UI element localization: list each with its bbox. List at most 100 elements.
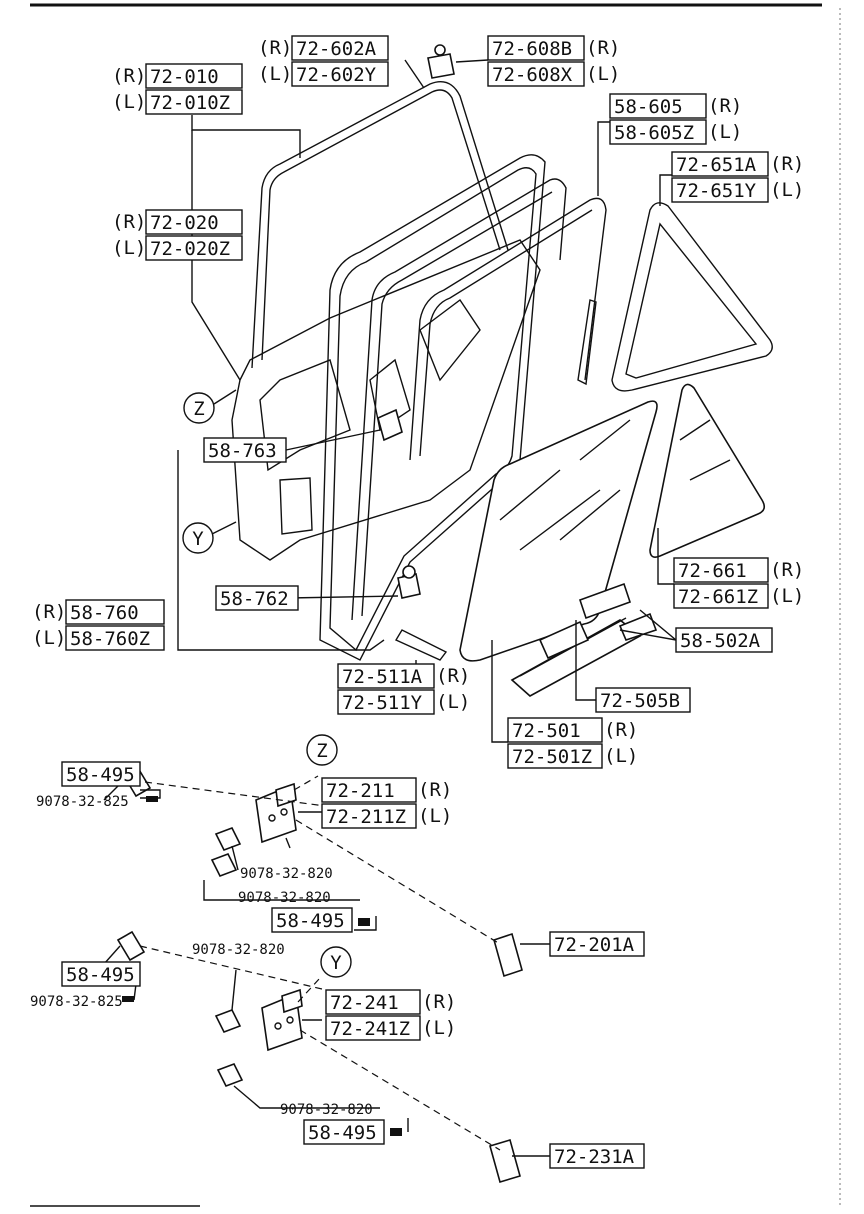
part-number: 72-608X	[492, 64, 573, 86]
part-number: 72-020	[150, 212, 219, 234]
part-number: 72-241Z	[330, 1018, 410, 1040]
weatherstrip-58-605	[409, 197, 607, 461]
label-72-020: (R) 72-020 (L) 72-020Z	[112, 209, 243, 261]
glass-guide-58-502A-3	[618, 612, 658, 641]
svg-text:(L): (L)	[436, 691, 470, 713]
svg-text:(L): (L)	[32, 627, 66, 649]
svg-text:(L): (L)	[418, 805, 452, 827]
bolt-number: 9078-32-820	[240, 866, 333, 882]
part-number: 58-762	[220, 588, 289, 610]
svg-text:(R): (R)	[112, 211, 146, 233]
label-72-505B: 72-505B	[595, 687, 691, 713]
part-number: 72-010Z	[150, 92, 230, 114]
svg-text:(R): (R)	[418, 779, 452, 801]
callout-y-lower: Y	[320, 946, 352, 978]
svg-text:(R): (R)	[32, 601, 66, 623]
callout-z-upper: Z	[183, 389, 237, 424]
label-72-501: 72-501 (R) 72-501Z (L)	[507, 717, 638, 769]
label-9078-upper-bolts: 9078-32-820 9078-32-820 58-495	[238, 866, 370, 933]
svg-text:(R): (R)	[586, 37, 620, 59]
glass-run-end	[394, 629, 448, 661]
svg-text:(R): (R)	[422, 991, 456, 1013]
part-number: 72-661Z	[678, 586, 758, 608]
bolt-number: 9078-32-820	[192, 942, 285, 958]
label-58-502A: 58-502A	[675, 627, 773, 653]
hinge-hardware	[103, 766, 550, 1184]
svg-text:(L): (L)	[586, 63, 620, 85]
part-number: 58-605	[614, 96, 683, 118]
bolt-number: 9078-32-820	[280, 1102, 373, 1118]
svg-text:(R): (R)	[604, 719, 638, 741]
callout-y-text: Y	[192, 528, 204, 550]
label-72-511: 72-511A (R) 72-511Y (L)	[337, 663, 470, 715]
callout-z-text-2: Z	[316, 740, 327, 762]
part-number: 72-651A	[676, 154, 757, 176]
part-number: 72-020Z	[150, 238, 230, 260]
part-number: 72-511Y	[342, 692, 423, 714]
svg-text:(R): (R)	[258, 37, 292, 59]
callout-z-text: Z	[193, 398, 204, 420]
part-number: 58-763	[208, 440, 277, 462]
label-58-495-lower: 58-495 9078-32-825	[30, 961, 141, 1010]
quarter-weatherstrip-72-651A	[611, 202, 773, 392]
label-72-010: (R) 72-010 (L) 72-010Z	[112, 63, 243, 115]
door-weatherstrip-72-010	[261, 89, 501, 361]
part-number: 58-502A	[680, 630, 761, 652]
part-number: 72-241	[330, 992, 399, 1014]
part-number: 72-661	[678, 560, 747, 582]
svg-text:(R): (R)	[112, 65, 146, 87]
svg-text:(L): (L)	[112, 91, 146, 113]
label-58-760: (R) 58-760 (L) 58-760Z	[32, 599, 165, 651]
svg-text:(L): (L)	[422, 1017, 456, 1039]
label-58-763: 58-763	[203, 437, 287, 463]
part-number: 58-495	[66, 764, 135, 786]
part-number: 72-651Y	[676, 180, 757, 202]
clip-58-763	[377, 408, 403, 442]
bolt-number: 9078-32-825	[36, 794, 129, 810]
part-number: 72-602Y	[296, 64, 377, 86]
callout-y-upper: Y	[182, 521, 237, 554]
svg-text:(L): (L)	[112, 237, 146, 259]
part-number: 72-602A	[296, 38, 377, 60]
svg-text:(L): (L)	[708, 121, 742, 143]
part-number: 58-495	[66, 964, 135, 986]
part-number: 58-760	[70, 602, 139, 624]
bolt-9078-32-820-d	[216, 1062, 244, 1088]
svg-text:(L): (L)	[770, 585, 804, 607]
glass-run-72-511A	[351, 178, 567, 621]
svg-text:(R): (R)	[770, 153, 804, 175]
part-number: 58-605Z	[614, 122, 694, 144]
callout-z-lower: Z	[306, 734, 338, 766]
part-number: 58-495	[276, 910, 345, 932]
plate-72-201A	[493, 932, 523, 978]
label-72-231A: 72-231A	[549, 1143, 645, 1169]
bolt-9078-32-820-b	[214, 826, 242, 852]
bolt-number: 9078-32-820	[238, 890, 331, 906]
part-number: 72-501Z	[512, 746, 592, 768]
part-number: 72-608B	[492, 38, 572, 60]
glass-guide-58-502A-2	[578, 582, 632, 620]
plate-72-231A	[489, 1138, 521, 1184]
label-72-241: 72-241 (R) 72-241Z (L)	[325, 989, 456, 1041]
label-9078-lower-bolt: 9078-32-820 58-495	[280, 1102, 402, 1145]
part-number: 72-501	[512, 720, 581, 742]
svg-text:(R): (R)	[770, 559, 804, 581]
label-58-762: 58-762	[215, 585, 299, 611]
door-glass-72-501	[459, 400, 658, 662]
bolt-9078-32-825-lower	[116, 930, 146, 962]
part-number: 72-231A	[554, 1146, 635, 1168]
label-72-602: (R) 72-602A (L) 72-602Y	[258, 35, 389, 87]
part-number: 72-010	[150, 66, 219, 88]
svg-text:(L): (L)	[258, 63, 292, 85]
svg-text:(L): (L)	[604, 745, 638, 767]
svg-text:(R): (R)	[436, 665, 470, 687]
bolt-9078-32-820-a	[210, 852, 238, 878]
label-58-495-upper: 58-495 9078-32-825	[36, 761, 158, 810]
callout-y-text-2: Y	[330, 952, 342, 974]
label-72-201A: 72-201A	[549, 931, 645, 957]
part-number: 58-495	[308, 1122, 377, 1144]
label-72-211: 72-211 (R) 72-211Z (L)	[321, 777, 452, 829]
bolt-9078-32-820-c	[214, 1008, 242, 1034]
part-number: 72-201A	[554, 934, 635, 956]
